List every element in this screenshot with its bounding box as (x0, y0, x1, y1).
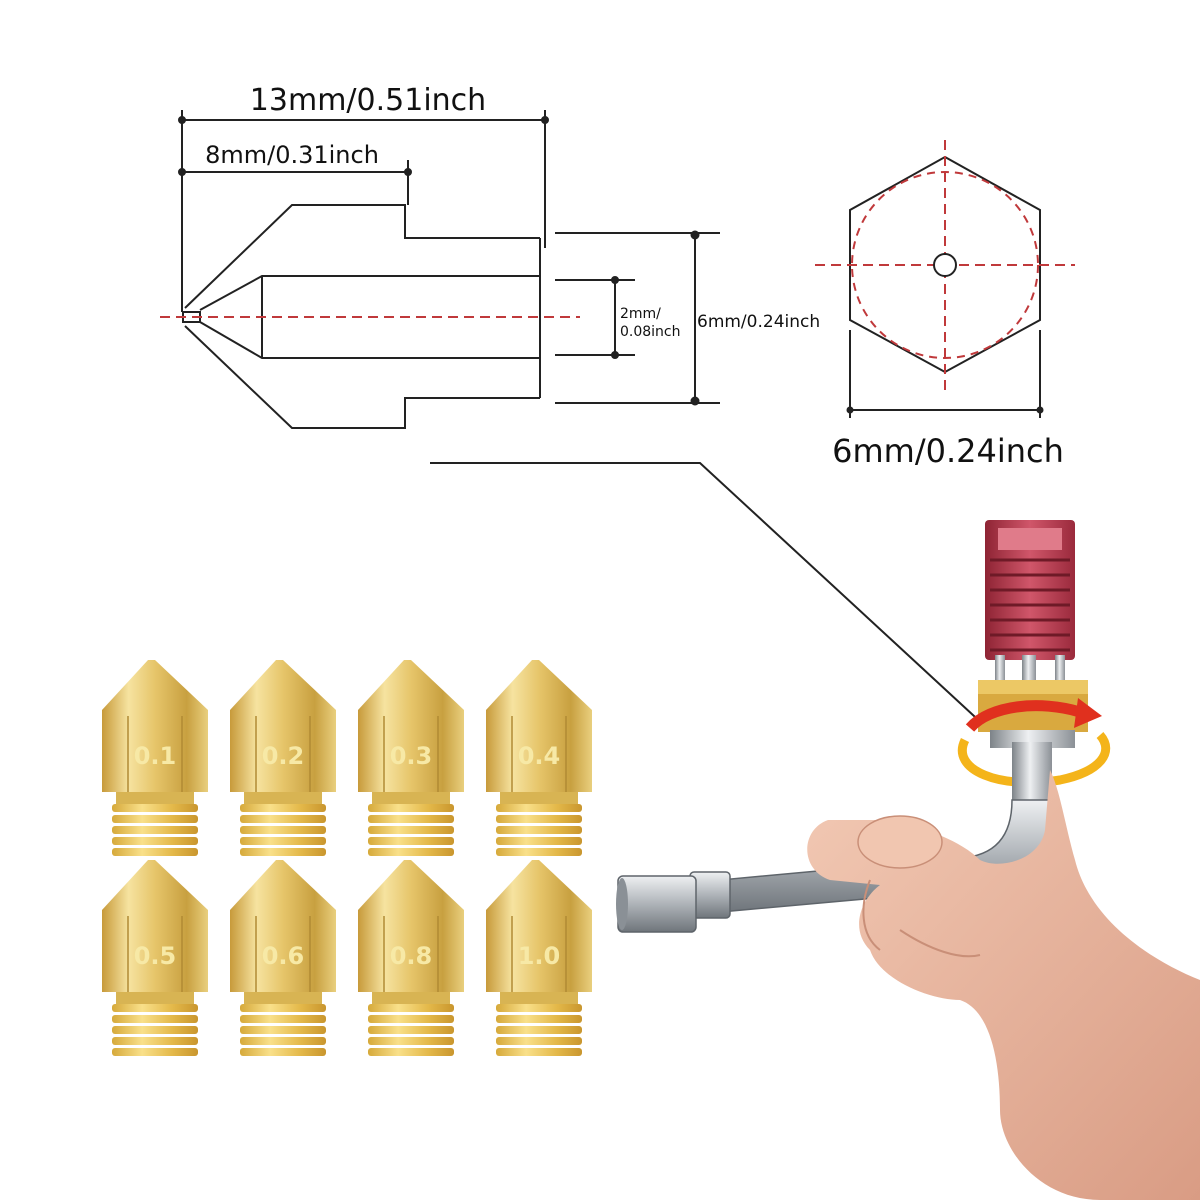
nozzle-thread (240, 1004, 326, 1012)
nozzle-size-label: 0.8 (390, 942, 433, 970)
brass-nozzle: 0.8 (358, 860, 464, 1056)
nozzle-thread (240, 826, 326, 834)
nozzle-thread (112, 826, 198, 834)
nozzle-neck (116, 992, 194, 1004)
nozzle-hex-body (102, 916, 208, 992)
nozzle-tip (358, 860, 464, 918)
nozzle-thread (240, 848, 326, 856)
nozzle-neck (244, 992, 322, 1004)
nozzle-hex-body (230, 716, 336, 792)
nozzle-size-label: 0.3 (390, 742, 433, 770)
nozzle-grid: 0.1 0.2 0.3 0.4 0.5 0.6 0.8 1.0 (102, 660, 592, 1056)
nozzle-thread (240, 815, 326, 823)
nozzle-hex-body (358, 916, 464, 992)
nozzle-thread (112, 815, 198, 823)
nozzle-size-label: 0.4 (518, 742, 561, 770)
nozzle-thread (112, 1048, 198, 1056)
nozzle-thread (368, 1015, 454, 1023)
thread-diameter-label: 6mm/0.24inch (697, 312, 820, 332)
nozzle-thread (496, 1037, 582, 1045)
brass-nozzle: 0.1 (102, 660, 208, 856)
nozzle-thread (368, 1026, 454, 1034)
nozzle-thread (368, 1037, 454, 1045)
nozzle-thread (112, 804, 198, 812)
bore-label-line1: 2mm/ (620, 306, 661, 322)
nozzle-thread (368, 815, 454, 823)
nozzle-thread (240, 804, 326, 812)
nozzle-thread (496, 1048, 582, 1056)
brass-nozzle: 0.2 (230, 660, 336, 856)
nozzle-size-label: 0.6 (262, 942, 305, 970)
nozzle-thread (496, 815, 582, 823)
brass-nozzle: 0.3 (358, 660, 464, 856)
nozzle-thread (112, 1026, 198, 1034)
bore-label-line2: 0.08inch (620, 324, 681, 340)
nozzle-hex-body (102, 716, 208, 792)
nozzle-hex-body (230, 916, 336, 992)
tip-length-label: 8mm/0.31inch (205, 141, 379, 169)
brass-nozzle: 0.6 (230, 860, 336, 1056)
nozzle-thread (240, 837, 326, 845)
nozzle-tip (230, 860, 336, 918)
nozzle-thread (496, 848, 582, 856)
nozzle-thread (240, 1026, 326, 1034)
nozzle-neck (372, 992, 450, 1004)
nozzle-neck (500, 792, 578, 804)
nozzle-tip (486, 660, 592, 718)
nozzle-thread (240, 1015, 326, 1023)
nozzle-thread (496, 1026, 582, 1034)
nozzle-thread (368, 826, 454, 834)
nozzle-tip (358, 660, 464, 718)
nozzle-size-label: 0.5 (134, 942, 177, 970)
total-length-label: 13mm/0.51inch (250, 83, 486, 118)
nozzle-hex-body (358, 716, 464, 792)
nozzle-thread (112, 1037, 198, 1045)
nozzle-thread (112, 1015, 198, 1023)
nozzle-thread (496, 1004, 582, 1012)
nozzle-tip (102, 660, 208, 718)
nozzle-thread (496, 826, 582, 834)
nozzle-size-label: 1.0 (518, 942, 561, 970)
nozzle-tip (102, 860, 208, 918)
nozzle-neck (244, 792, 322, 804)
nozzle-tip (230, 660, 336, 718)
nozzle-tip (486, 860, 592, 918)
hex-width-label: 6mm/0.24inch (832, 432, 1064, 470)
nozzle-size-label: 0.1 (134, 742, 177, 770)
nozzle-neck (116, 792, 194, 804)
nozzle-thread (112, 1004, 198, 1012)
nozzle-thread (368, 804, 454, 812)
nozzle-thread (240, 1037, 326, 1045)
nozzle-size-label: 0.2 (262, 742, 305, 770)
nozzle-thread (368, 1004, 454, 1012)
brass-nozzle: 0.5 (102, 860, 208, 1056)
nozzle-thread (112, 848, 198, 856)
nozzle-neck (372, 792, 450, 804)
leader-line (430, 462, 1001, 741)
nozzle-thread (496, 1015, 582, 1023)
brass-nozzle: 1.0 (486, 860, 592, 1056)
nozzle-hex-body (486, 716, 592, 792)
nozzle-thread (368, 837, 454, 845)
nozzle-technical-drawing (178, 110, 720, 429)
nozzle-hex-body (486, 916, 592, 992)
hand-icon (807, 770, 1200, 1200)
nozzle-neck (500, 992, 578, 1004)
nozzle-thread (368, 1048, 454, 1056)
nozzle-thread (240, 1048, 326, 1056)
hex-end-view (815, 140, 1075, 418)
nozzle-thread (496, 804, 582, 812)
nozzle-thread (496, 837, 582, 845)
brass-nozzle: 0.4 (486, 660, 592, 856)
nozzle-thread (112, 837, 198, 845)
nozzle-thread (368, 848, 454, 856)
